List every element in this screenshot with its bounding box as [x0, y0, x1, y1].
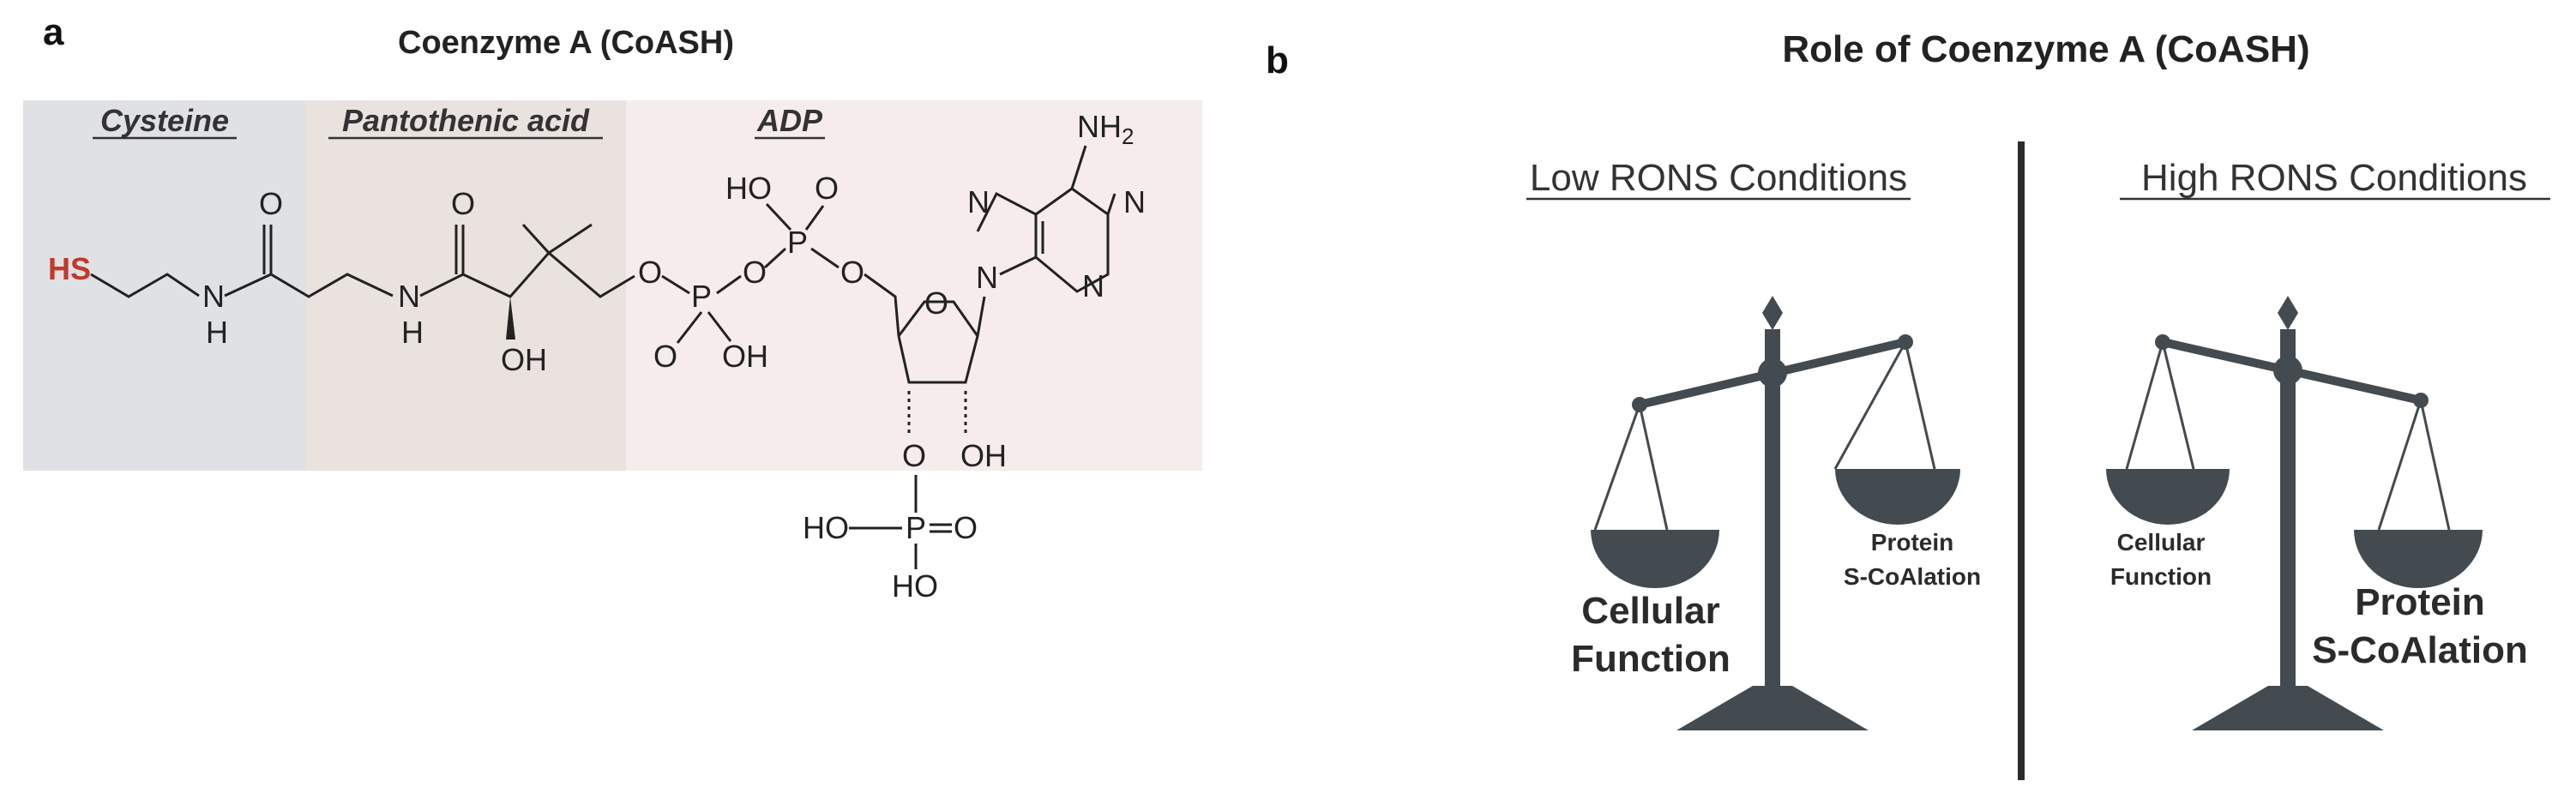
bond-p1-o	[676, 311, 703, 344]
high-scale-finial	[2278, 296, 2298, 330]
atom-n1: N	[202, 279, 225, 314]
atom-oh2: OH	[722, 339, 768, 374]
bond-nh2	[1070, 145, 1087, 189]
low-left-pan	[1591, 530, 1719, 588]
low-right-label-1: Protein	[1871, 529, 1953, 556]
bond-chain-2	[224, 273, 394, 298]
panel-b-title: Role of Coenzyme A (CoASH)	[1782, 28, 2309, 70]
high-right-pan	[2354, 530, 2483, 588]
region-label-cysteine: Cysteine	[100, 103, 229, 138]
region-label-pantothenic: Pantothenic acid	[342, 103, 590, 138]
low-scale-pivot	[1758, 358, 1787, 387]
atom-ho2: HO	[803, 510, 849, 545]
atom-n2: N	[398, 279, 420, 314]
coa-structure: HS N H O N H O OH O P O OH O P HO O O O …	[48, 109, 1146, 604]
high-rons-scale	[2106, 296, 2483, 730]
high-scale-pivot	[2273, 356, 2302, 385]
atom-o6: O	[815, 171, 839, 206]
atom-n9: N	[976, 260, 998, 295]
atom-h2: H	[401, 315, 424, 350]
atom-hs: HS	[48, 251, 91, 286]
atom-o9: O	[954, 510, 978, 545]
atom-p1: P	[691, 279, 712, 314]
atom-o4: O	[653, 339, 677, 374]
atom-p2: P	[787, 225, 808, 260]
atom-ho1: HO	[725, 171, 772, 206]
high-rons-heading: High RONS Conditions	[2141, 157, 2527, 199]
atom-o2: O	[451, 186, 475, 221]
atom-o3: O	[638, 255, 662, 290]
atom-p3: P	[906, 510, 926, 545]
bond-chain-1	[90, 273, 200, 298]
cysteine-region	[23, 100, 306, 471]
atom-o7: O	[840, 255, 864, 290]
panel-a-title: Coenzyme A (CoASH)	[398, 25, 734, 61]
bond-o7-c5	[864, 273, 900, 337]
purine-pyrimidine	[1035, 187, 1116, 293]
high-right-label-2: S-CoAlation	[2312, 629, 2528, 671]
atom-oh3: OH	[960, 438, 1007, 473]
bond-me1	[521, 223, 551, 255]
bond-c1-n9	[976, 296, 986, 337]
bond-p2-o	[804, 205, 825, 231]
atom-o1: O	[259, 186, 283, 221]
bond-p1-oh	[707, 311, 732, 342]
bond-p1-o5	[716, 274, 742, 295]
atom-h1: H	[206, 315, 228, 350]
bond-o-p1	[661, 274, 690, 295]
low-rons-scale	[1591, 296, 1960, 730]
low-scale-base	[1676, 686, 1869, 730]
low-rons-heading: Low RONS Conditions	[1530, 157, 1907, 199]
bond-wedge-oh	[506, 297, 515, 339]
atom-n1-purine: N	[1123, 184, 1146, 219]
region-label-adp: ADP	[756, 103, 823, 138]
atom-o8: O	[902, 438, 926, 473]
high-left-pan	[2106, 469, 2230, 525]
bond-me2	[548, 223, 593, 255]
bond-p2-o7	[810, 247, 840, 269]
bond-p2-ho	[765, 202, 792, 231]
low-left-label-2: Function	[1571, 638, 1730, 680]
bond-chain-3	[419, 250, 635, 298]
hashed-bonds	[907, 391, 967, 437]
low-scale-finial	[1762, 296, 1783, 330]
high-left-label-1: Cellular	[2117, 529, 2206, 556]
panel-b-letter: b	[1266, 39, 1289, 81]
high-right-label-1: Protein	[2355, 581, 2485, 623]
low-scale-post	[1765, 329, 1780, 689]
atom-ho3: HO	[892, 568, 938, 604]
atom-oh1: OH	[501, 342, 547, 377]
bond-o5-p2	[763, 247, 787, 269]
low-right-label-2: S-CoAlation	[1844, 563, 1981, 590]
high-scale-base	[2192, 686, 2384, 730]
adp-region	[626, 100, 1202, 471]
atom-nh2: NH2	[1077, 109, 1134, 149]
atom-o5: O	[743, 255, 767, 290]
low-left-label-1: Cellular	[1581, 590, 1719, 632]
panel-a-letter: a	[43, 11, 64, 53]
high-scale-post	[2280, 329, 2296, 689]
high-left-label-2: Function	[2110, 563, 2212, 590]
low-right-pan	[1835, 469, 1960, 525]
pantothenic-region	[306, 100, 626, 471]
